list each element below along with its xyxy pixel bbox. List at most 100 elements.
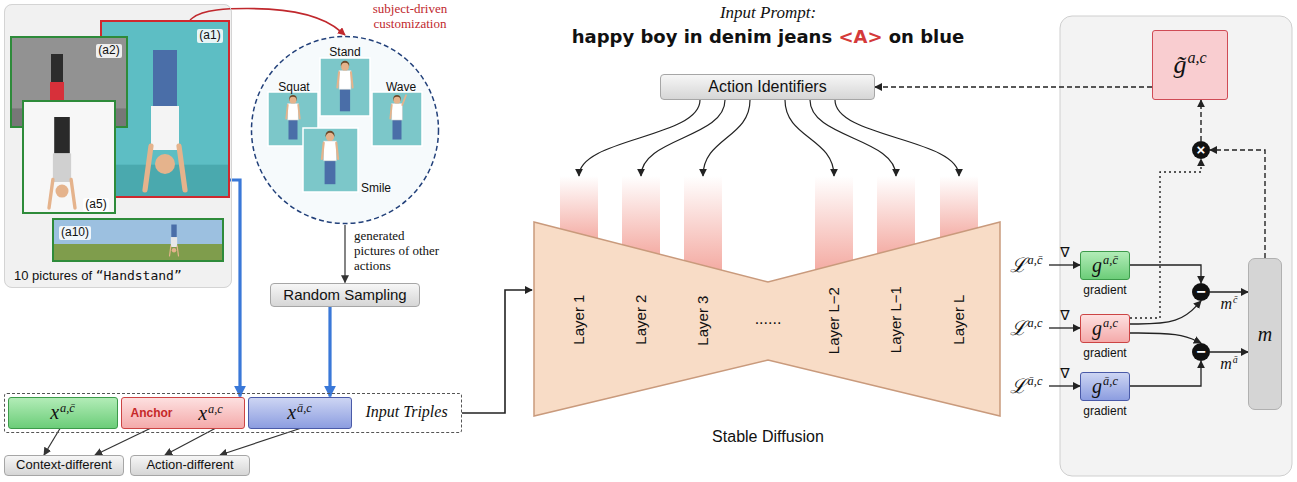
connector (785, 100, 834, 176)
connector (1130, 361, 1201, 386)
text-holder: gā,c (1081, 373, 1129, 400)
node-text: (a5) (83, 198, 108, 212)
text-holder: (a5) (80, 194, 112, 212)
text-holder: happy boy in denim jeans <A> on blue (418, 27, 1118, 48)
node-text: − (1196, 283, 1205, 301)
edge-label: generated pictures of other actions (354, 229, 446, 274)
photo-frame: (a10) (52, 218, 224, 262)
math-base: ℒ (1010, 254, 1027, 276)
text-holder: ga,c (1081, 315, 1129, 342)
operator-circle: × (1192, 141, 1210, 159)
connector (462, 290, 532, 413)
unet-outline (534, 222, 1000, 416)
free-label: happy boy in denim jeans <A> on blue (572, 27, 965, 48)
connector (810, 100, 896, 176)
text-holder: Action-different (131, 456, 249, 475)
text-holder: subject-driven customization (360, 2, 460, 32)
photo (24, 102, 114, 212)
person-legs (54, 117, 70, 153)
math-base: g̃ (1173, 50, 1186, 79)
node-text: ga,c (1092, 317, 1118, 340)
connector (835, 100, 959, 176)
photo-shape (372, 92, 422, 146)
edge-label: ∇ (1060, 307, 1069, 323)
node-text: 10 pictures of “Handstand” (14, 269, 182, 284)
node-text: (a1) (197, 29, 222, 43)
node-text: Layer 3 (694, 295, 711, 345)
node-text: Squat (278, 81, 309, 95)
node-text: Smile (361, 182, 391, 196)
operator-circle: − (1192, 283, 1210, 301)
text-holder: ℒā,c (1003, 373, 1049, 399)
node-text: Context-different (16, 458, 112, 473)
person-legs (171, 225, 176, 238)
node-text: × (1197, 141, 1206, 158)
connector (641, 100, 725, 176)
unet-block: Layer 1Layer 2Layer 3Layer L−2Layer L−1L… (532, 172, 1002, 422)
panel-ground (4, 4, 232, 288)
text-holder: Input Prompt: (568, 3, 968, 23)
math-base: x (198, 402, 207, 424)
caption-words: 10 pictures of (14, 268, 96, 283)
node-text: Layer L−2 (825, 287, 842, 354)
output-box: g̃a,c (1152, 30, 1228, 100)
operator-outline (1192, 141, 1210, 159)
node-text: gradient (1083, 405, 1126, 419)
text-holder: × (1192, 141, 1210, 159)
loss-term: ℒa,c (1003, 315, 1049, 341)
photo-shape (54, 220, 222, 244)
node-text: xa,c (198, 402, 223, 425)
photo-shape (24, 102, 114, 212)
process-box: Action Identifiers (660, 74, 875, 100)
math-superscript: ā,c (1103, 374, 1118, 388)
node-text: Input Triples (365, 403, 447, 421)
photo-frame: (a5) (22, 100, 116, 214)
math-base: g (1092, 375, 1102, 397)
node-text: gradient (1083, 347, 1126, 361)
limb-line (179, 146, 185, 190)
connector (1130, 333, 1201, 343)
connector (1130, 265, 1201, 283)
panel-ground (1060, 16, 1292, 476)
gradient-box: ga,cgradient (1080, 314, 1130, 343)
limb-line (336, 143, 338, 159)
node-text: Layer 1 (570, 294, 587, 344)
person-torso (53, 153, 71, 182)
limb-line (286, 105, 288, 119)
text-holder: xa,c (178, 398, 244, 430)
node-text: Stable Diffusion (712, 428, 824, 446)
math-base: x (287, 401, 296, 423)
math-superscript: a,c (1187, 49, 1206, 66)
text-holder: mc̄ (1212, 295, 1246, 313)
person-torso (392, 104, 403, 121)
text-holder: gradient (1041, 343, 1169, 361)
text-holder: Smile (361, 178, 401, 196)
math-base: m (1220, 355, 1232, 372)
circle-outline (252, 37, 439, 224)
math-base: m (1221, 295, 1233, 312)
person-legs (325, 161, 336, 184)
person-torso (339, 71, 351, 90)
person-head (172, 248, 177, 253)
connector (1049, 264, 1080, 265)
text-holder: generated pictures of other actions (354, 229, 446, 274)
text-holder: Random Sampling (271, 284, 419, 306)
text-holder: Input Triples (354, 397, 460, 429)
connector (1210, 351, 1248, 352)
photo (54, 220, 222, 260)
person-legs (289, 120, 298, 140)
shape-outline (250, 35, 440, 225)
connector (1210, 150, 1265, 258)
text-holder: xa,c̄ (9, 398, 117, 428)
text-holder: Context-different (5, 456, 123, 475)
image-panel: (a1)(a2)(a5)(a10)10 pictures of “Handsta… (4, 4, 232, 288)
shape-outline (24, 102, 114, 212)
node-text: Anchor (131, 407, 173, 421)
prompt-words: on blue (882, 26, 964, 47)
process-box: Action-different (130, 455, 250, 476)
text-holder: ∇ (1054, 364, 1076, 382)
node-text: ga,c̄ (1092, 254, 1118, 277)
mask-box: m (1248, 258, 1282, 410)
math-superscript: a,c (1028, 316, 1043, 330)
person-legs (51, 54, 63, 82)
